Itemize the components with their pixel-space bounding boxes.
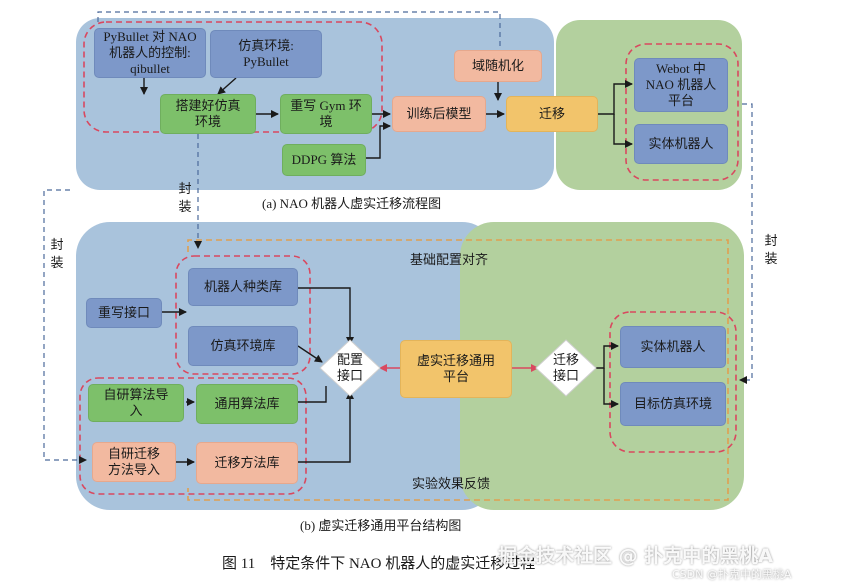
- domain-randomization-node: 域随机化: [454, 50, 542, 82]
- encap-right-path: [739, 103, 753, 384]
- encap-left-path-2: [43, 189, 87, 464]
- encap-right-label: 封 装: [764, 233, 778, 266]
- general-algorithm-library-node: 通用算法库: [196, 384, 298, 424]
- caption-b: (b) 虚实迁移通用平台结构图: [300, 518, 462, 533]
- encap-middle-label: 封 装: [178, 181, 192, 214]
- caption-a: (a) NAO 机器人虚实迁移流程图: [262, 196, 442, 211]
- basic-config-label: 基础配置对齐: [410, 252, 489, 267]
- webot-platform-node: Webot 中 NAO 机器人 平台: [634, 58, 728, 112]
- transfer-interface-diamond: [535, 339, 597, 397]
- robot-library-node: 机器人种类库: [188, 268, 298, 306]
- figure-caption: 图 11 特定条件下 NAO 机器人的虚实迁移过程: [222, 556, 536, 572]
- trained-model-node: 训练后模型: [392, 96, 486, 132]
- group-a-right: [625, 43, 739, 181]
- group-b-libs: [175, 255, 311, 375]
- feedback-label: 实验效果反馈: [412, 476, 491, 491]
- platform-node: 虚实迁移通用 平台: [400, 340, 512, 398]
- ddpg-node: DDPG 算法: [282, 144, 366, 176]
- transfer-node: 迁移: [506, 96, 598, 132]
- encap-left-label: 封 装: [50, 237, 64, 270]
- config-interface-label: 配置 接口: [336, 352, 363, 383]
- target-sim-env-node: 目标仿真环境: [620, 382, 726, 426]
- watermark-main: 掘金技术社区 @ 扑克中的黑桃A: [498, 545, 773, 567]
- config-interface-diamond: [319, 339, 381, 397]
- physical-robot-node-b: 实体机器人: [620, 326, 726, 368]
- sim-env-library-node: 仿真环境库: [188, 326, 298, 366]
- transfer-interface-label: 迁移 接口: [552, 352, 579, 383]
- group-b-targets: [609, 311, 737, 453]
- physical-robot-node-a: 实体机器人: [634, 124, 728, 164]
- rewrite-gym-node: 重写 Gym 环 境: [280, 94, 372, 134]
- feedback-loop: [187, 239, 729, 501]
- transfer-method-library-node: 迁移方法库: [196, 442, 298, 484]
- watermark-sub: CSDN @扑克中的黑桃A: [672, 568, 792, 581]
- pybullet-control-node: PyBullet 对 NAO 机器人的控制: qibullet: [94, 28, 206, 78]
- rewrite-interface-node: 重写接口: [86, 298, 162, 328]
- encap-left-path: [97, 11, 501, 50]
- build-env-node: 搭建好仿真 环境: [160, 94, 256, 134]
- group-b-algos: [79, 377, 307, 495]
- own-transfer-import-node: 自研迁移 方法导入: [92, 442, 176, 482]
- sim-env-node: 仿真环境: PyBullet: [210, 30, 322, 78]
- own-algorithm-import-node: 自研算法导 入: [88, 384, 184, 422]
